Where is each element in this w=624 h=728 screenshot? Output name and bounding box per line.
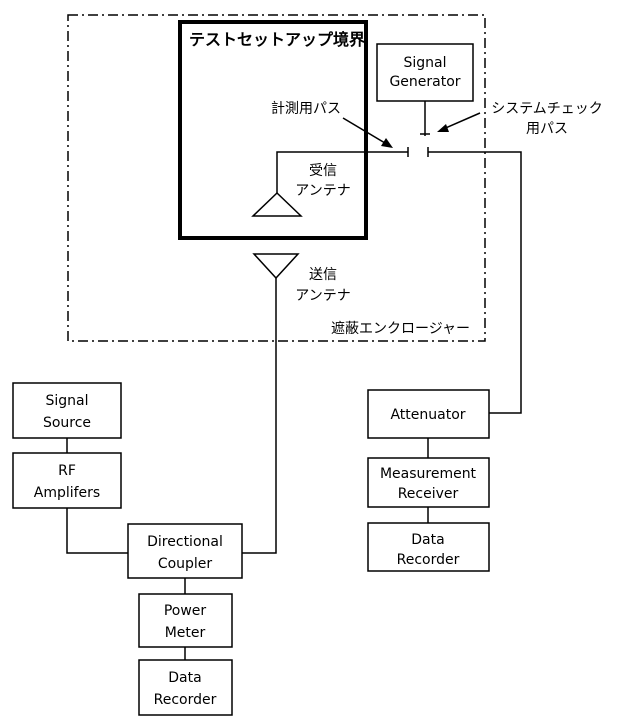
transmit-antenna-label-line1: 送信	[309, 267, 337, 283]
measurement-path-line	[428, 151, 522, 414]
test-setup-boundary	[178, 20, 368, 240]
measurement-receiver-box	[367, 457, 490, 508]
receive-antenna-label-line2: アンテナ	[295, 183, 350, 199]
data-recorder-right-label-line1: Data	[411, 532, 444, 548]
power-meter-label-line1: Power	[164, 603, 207, 619]
measurement-receiver-label-line2: Receiver	[398, 486, 459, 502]
transmit-antenna-feed	[242, 278, 277, 554]
signal-source-label-line2: Source	[43, 415, 91, 431]
system-check-label-line2: 用パス	[526, 121, 568, 137]
data-recorder-right-box	[367, 522, 490, 572]
shielded-enclosure-boundary	[67, 14, 486, 342]
rf-amplifiers-box	[12, 452, 122, 509]
measure-path-label: 計測用パス	[271, 101, 341, 117]
signal-generator-label-line1: Signal	[403, 55, 446, 71]
data-recorder-left-label-line1: Data	[168, 670, 201, 686]
measure-path-arrowhead	[381, 138, 393, 148]
measurement-receiver-label-line1: Measurement	[380, 466, 477, 482]
amp-to-coupler-line	[66, 508, 128, 554]
directional-coupler-label-line1: Directional	[147, 534, 223, 550]
rf-amplifiers-label-line1: RF	[58, 463, 76, 479]
directional-coupler-label-line2: Coupler	[158, 556, 213, 572]
signal-source-label-line1: Signal	[45, 393, 88, 409]
transmit-antenna-icon	[252, 253, 300, 280]
data-recorder-left-box	[138, 659, 233, 716]
rf-amplifiers-label-line2: Amplifers	[34, 485, 100, 501]
data-recorder-right-label-line2: Recorder	[397, 552, 460, 568]
system-check-pointer	[440, 112, 481, 131]
attenuator-label: Attenuator	[390, 407, 465, 423]
system-check-label-line1: システムチェック	[491, 101, 603, 117]
transmit-antenna-label-line2: アンテナ	[295, 288, 350, 304]
measure-path-pointer	[342, 117, 391, 147]
attenuator-box	[367, 389, 490, 439]
data-recorder-left-label-line2: Recorder	[154, 692, 217, 708]
receive-antenna-feed	[276, 151, 408, 194]
system-check-arrowhead	[437, 124, 449, 132]
directional-coupler-box	[127, 523, 243, 579]
test-setup-boundary-label: テストセットアップ境界	[189, 30, 365, 49]
signal-generator-label-line2: Generator	[389, 74, 460, 90]
signal-generator-box	[376, 43, 474, 102]
power-meter-label-line2: Meter	[165, 625, 206, 641]
shielded-enclosure-label: 遮蔽エンクロージャー	[331, 321, 470, 337]
receive-antenna-label-line1: 受信	[309, 163, 337, 179]
power-meter-box	[138, 593, 233, 648]
receive-antenna-icon	[251, 191, 303, 217]
